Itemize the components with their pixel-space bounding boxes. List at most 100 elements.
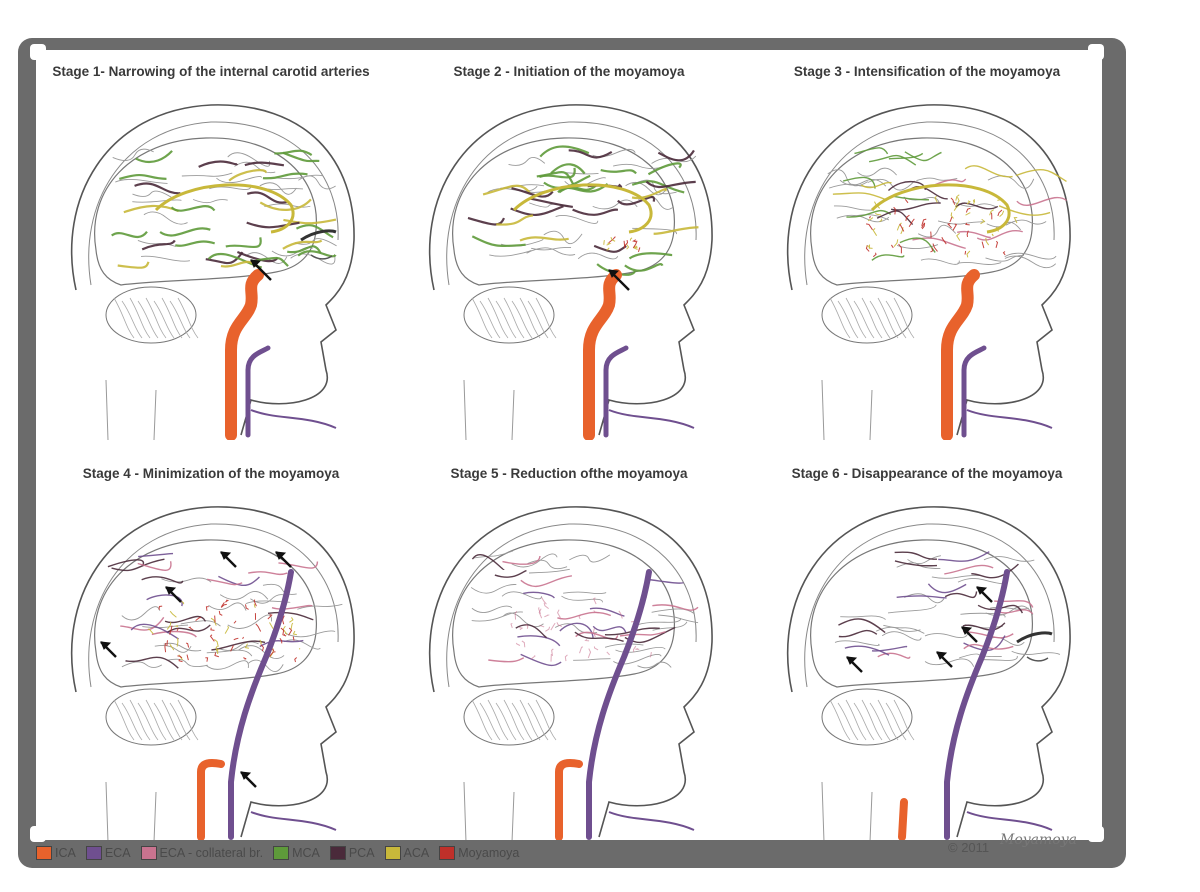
brain-gyrus — [636, 618, 682, 626]
vessel-branch — [520, 653, 562, 667]
cerebellum-fold — [837, 702, 859, 741]
brain-gyrus — [121, 661, 163, 668]
internal-carotid-stump — [898, 798, 908, 840]
vessel-branch — [523, 591, 555, 599]
cerebellum-fold — [837, 300, 859, 339]
moyamoya-vessel — [965, 212, 971, 216]
aca-arch — [512, 183, 653, 234]
vessel-branch — [891, 202, 941, 211]
cerebellum-fold — [169, 702, 191, 741]
external-carotid-artery — [245, 345, 271, 438]
moyamoya-vessel — [221, 602, 225, 608]
eca-facial-branch — [608, 811, 695, 831]
brain-gyrus — [248, 659, 284, 672]
vessel-branch — [962, 622, 1006, 631]
brain-gyrus — [143, 211, 188, 225]
moyamoya-vessel — [177, 655, 183, 659]
arrow-head — [846, 656, 858, 665]
moyamoya-vessel — [282, 625, 288, 635]
vessel-branch — [130, 623, 179, 640]
cerebellum-outline — [105, 688, 197, 746]
vessel-branch — [138, 552, 174, 558]
moyamoya-vessel — [210, 617, 217, 626]
arrow-icon — [275, 551, 292, 568]
vessel-branch — [283, 218, 337, 225]
moyamoya-vessel — [269, 651, 276, 657]
moyamoya-vessel — [587, 648, 592, 659]
brain-gyrus — [234, 161, 276, 174]
vessel-branch — [267, 611, 314, 621]
head-drawing — [786, 104, 1071, 440]
vessel-branch — [896, 595, 947, 599]
legend: ICA ECA ECA - collateral br. MCA PCA ACA… — [36, 843, 525, 863]
moyamoya-vessel — [169, 625, 173, 635]
neck-line — [463, 379, 515, 440]
vessel-branch — [539, 145, 590, 158]
moyamoya-vessel — [260, 644, 264, 652]
vessel-branch — [259, 198, 312, 211]
moyamoya-vessel — [966, 230, 969, 237]
aca-arch — [870, 183, 1011, 234]
vessel-branch — [111, 230, 148, 239]
moyamoya-vessel — [908, 218, 915, 228]
vessel-branch — [1016, 196, 1067, 207]
vessel-branch — [964, 165, 1013, 178]
vessel-branch — [653, 226, 699, 235]
moyamoya-vessel — [991, 233, 994, 237]
brain-gyrus — [904, 593, 945, 604]
brain-gyrus — [180, 620, 221, 627]
vessel-branch — [205, 251, 244, 265]
brain-gyrus — [957, 261, 1002, 265]
cerebellum-fold — [853, 300, 875, 339]
brain-gyrus — [298, 175, 336, 190]
moyamoya-vessel — [224, 625, 230, 634]
cerebellum-fold — [479, 300, 501, 339]
moyamoya-vessel — [253, 603, 256, 608]
vessel-branch — [297, 250, 337, 258]
eca-facial-branch — [608, 409, 695, 429]
moyamoya-vessel — [544, 614, 550, 618]
brain-gyrus — [115, 178, 168, 184]
brain-gyrus — [526, 247, 576, 256]
cerebellum-fold — [495, 300, 517, 339]
brain-gyrus — [957, 577, 1005, 585]
cerebellum-fold — [145, 699, 167, 741]
brain-gyrus — [658, 614, 699, 624]
vessel-branch — [631, 180, 685, 194]
cerebellum-fold — [137, 300, 159, 339]
brain-gyrus — [192, 199, 228, 204]
cerebellum — [105, 286, 199, 344]
vessel-branch — [877, 652, 911, 659]
brain-gyrus — [613, 163, 664, 169]
legend-item: ECA — [85, 846, 131, 860]
eyebrow — [300, 229, 337, 242]
legend-label: ICA — [55, 846, 76, 860]
legend-swatch — [384, 846, 401, 860]
arrow-head — [936, 651, 948, 660]
brain-gyrus — [985, 255, 1024, 262]
vessel-branch — [927, 583, 967, 594]
vessel-branch — [912, 237, 966, 250]
arrow-icon — [220, 551, 237, 568]
vessel-branch — [624, 263, 664, 272]
vessel-branch — [652, 604, 699, 611]
cerebellum-fold — [885, 300, 907, 339]
moyamoya-vessel — [949, 216, 953, 223]
brain-gyrus — [508, 157, 546, 166]
moyamoya-vessel — [290, 622, 294, 630]
moyamoya-vessel — [214, 652, 219, 658]
skull-line — [804, 523, 1055, 688]
vessel-branch — [246, 221, 300, 229]
panel-title: Stage 5 - Reduction ofthe moyamoya — [450, 466, 688, 481]
moyamoya-vessel — [966, 200, 971, 205]
cerebellum-fold — [869, 300, 891, 339]
legend-label: ECA — [104, 846, 131, 860]
brain-gyrus — [294, 238, 337, 247]
moyamoya-vessel — [233, 637, 239, 641]
head-drawing — [786, 506, 1071, 840]
cerebral-vessels — [832, 147, 1067, 261]
cerebellum-fold — [535, 699, 557, 741]
panel-title: Stage 1- Narrowing of the internal carot… — [52, 64, 370, 79]
cerebellum-fold — [845, 699, 867, 741]
internal-carotid-artery — [555, 759, 583, 840]
